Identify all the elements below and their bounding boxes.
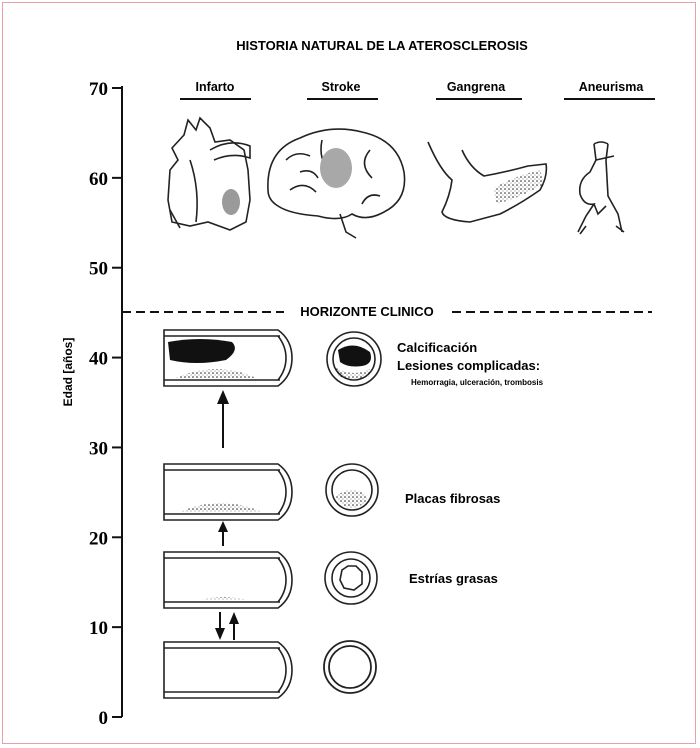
cross-section-fibrous (326, 464, 378, 516)
cross-section-normal (324, 641, 376, 693)
vessel-fatty (164, 552, 292, 608)
vessel-calcified (164, 330, 292, 386)
axis-tick-label: 30 (89, 438, 108, 459)
heart-icon (168, 118, 250, 230)
clinical-horizon: HORIZONTE CLINICO (122, 304, 652, 319)
vessel-fibrous (164, 464, 292, 520)
cross-section-fatty (325, 552, 377, 604)
axis-label: Edad [años] (61, 338, 75, 407)
axis-tick-label: 10 (89, 618, 108, 639)
outcome-label-gangrena: Gangrena (447, 80, 506, 94)
axis-tick-label: 60 (89, 169, 108, 190)
axis-tick-label: 50 (89, 259, 108, 280)
age-axis: 70 60 50 40 30 20 10 0 Edad [años] (61, 79, 122, 729)
progression-arrow-small (218, 521, 228, 546)
outcome-label-aneurisma: Aneurisma (579, 80, 645, 94)
axis-tick-label: 20 (89, 528, 108, 549)
outcome-headers: Infarto Stroke Gangrena Aneurisma (180, 80, 655, 99)
outcome-label-stroke: Stroke (322, 80, 361, 94)
stage-fatty-title: Estrías grasas (409, 571, 498, 586)
foot-icon (428, 142, 546, 222)
aorta-icon (578, 142, 624, 234)
progression-arrow (217, 390, 229, 448)
axis-tick-label: 0 (99, 708, 109, 729)
axis-ticks: 70 60 50 40 30 20 10 0 (89, 79, 122, 729)
axis-tick-label: 40 (89, 349, 108, 370)
cross-section-calcified (327, 332, 381, 386)
stage-calcification-detail: Hemorragia, ulceración, trombosis (411, 378, 544, 387)
horizon-label: HORIZONTE CLINICO (300, 304, 434, 319)
axis-tick-label: 70 (89, 79, 108, 100)
brain-icon (268, 129, 405, 238)
stage-fibrous-title: Placas fibrosas (405, 491, 500, 506)
diagram-title: HISTORIA NATURAL DE LA ATEROSCLEROSIS (236, 38, 528, 53)
vessel-normal (164, 642, 292, 698)
bidirectional-arrows (215, 612, 239, 640)
outcome-label-infarto: Infarto (196, 80, 235, 94)
stage-calcification-title: Calcificación (397, 340, 477, 355)
stage-calcification-subtitle: Lesiones complicadas: (397, 358, 540, 373)
